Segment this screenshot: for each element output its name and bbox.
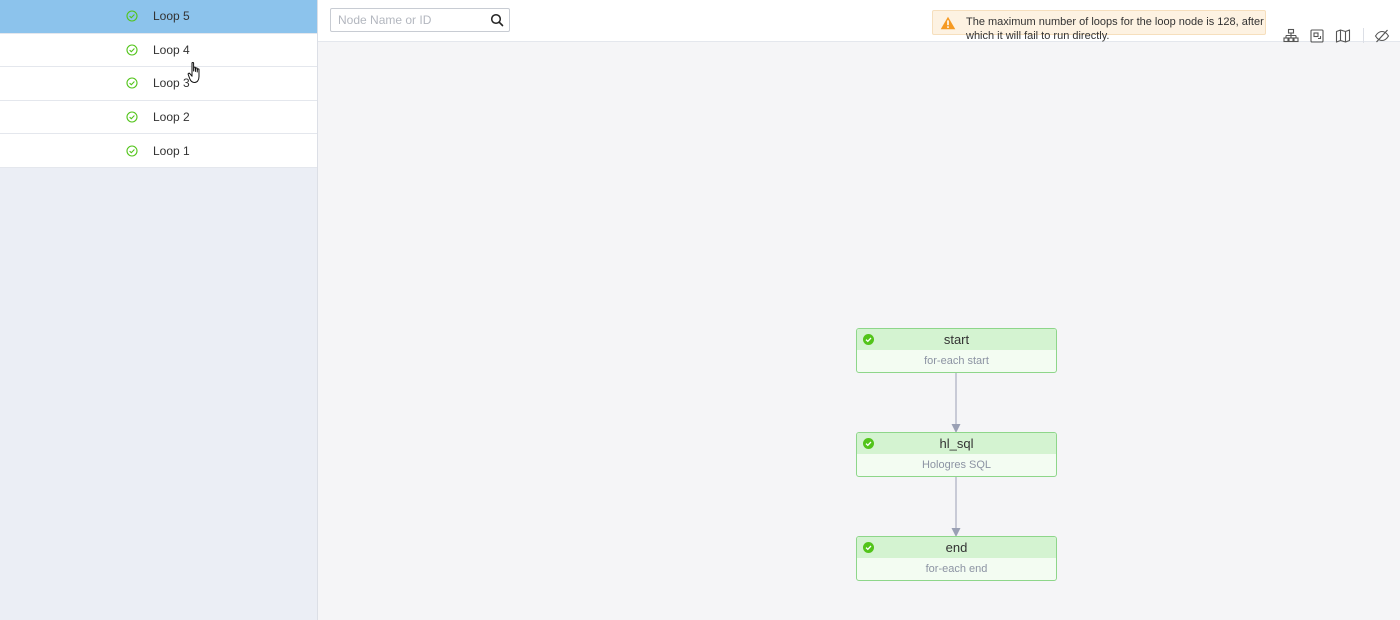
auto-layout-icon [1283,28,1299,43]
node-title: hl_sql [939,436,974,451]
loop-label: Loop 1 [153,143,190,158]
edge-start-to-hl-sql [951,373,961,433]
auto-layout-button[interactable] [1283,28,1299,44]
node-subtitle: for-each end [925,563,988,575]
loop-list: Loop 5 Loop 4 Loop 3 Loop 2 Loop 1 [0,0,317,168]
check-circle-icon [126,44,138,56]
dag-canvas[interactable]: start for-each start hl_sql Hologres SQL… [318,43,1400,620]
warning-text: The maximum number of loops for the loop… [966,16,1264,42]
canvas-toolbar: The maximum number of loops for the loop… [318,0,1400,44]
search-icon[interactable] [490,13,504,27]
check-circle-icon [126,10,138,22]
edge-hl-sql-to-end [951,477,961,537]
node-title: start [943,332,970,347]
node-end[interactable]: end for-each end [856,536,1057,581]
check-circle-icon [126,111,138,123]
loop-item-3[interactable]: Loop 3 [0,67,317,101]
minimap-button[interactable] [1335,28,1351,44]
loop-item-2[interactable]: Loop 2 [0,100,317,135]
node-title: end [945,540,968,555]
minimap-icon [1335,29,1351,43]
check-circle-filled-icon [863,438,874,449]
toolbar-divider [1363,28,1364,44]
loop-label: Loop 3 [153,76,190,91]
loop-label: Loop 4 [153,42,190,57]
loop-item-4[interactable]: Loop 4 [0,33,317,68]
node-subtitle: Hologres SQL [921,459,992,471]
warning-triangle-icon [940,16,956,30]
node-search-input[interactable] [331,9,481,31]
node-start[interactable]: start for-each start [856,328,1057,373]
loop-label: Loop 5 [153,9,190,24]
node-hl-sql[interactable]: hl_sql Hologres SQL [856,432,1057,477]
check-circle-filled-icon [863,542,874,553]
node-header: hl_sql [857,433,1056,454]
loop-label: Loop 2 [153,110,190,125]
node-subtitle: for-each start [924,355,989,367]
fit-view-icon [1310,29,1324,43]
dag-edges [951,373,961,537]
loop-sidebar: Loop 5 Loop 4 Loop 3 Loop 2 Loop 1 [0,0,318,620]
loop-item-5[interactable]: Loop 5 [0,0,317,34]
hide-icon [1374,29,1390,43]
loop-limit-warning: The maximum number of loops for the loop… [932,10,1266,42]
node-header: start [857,329,1056,350]
loop-item-1[interactable]: Loop 1 [0,134,317,168]
check-circle-filled-icon [863,334,874,345]
hide-button[interactable] [1374,28,1390,44]
node-search [330,8,510,32]
fit-view-button[interactable] [1309,28,1325,44]
check-circle-icon [126,145,138,157]
check-circle-icon [126,77,138,90]
node-header: end [857,537,1056,558]
